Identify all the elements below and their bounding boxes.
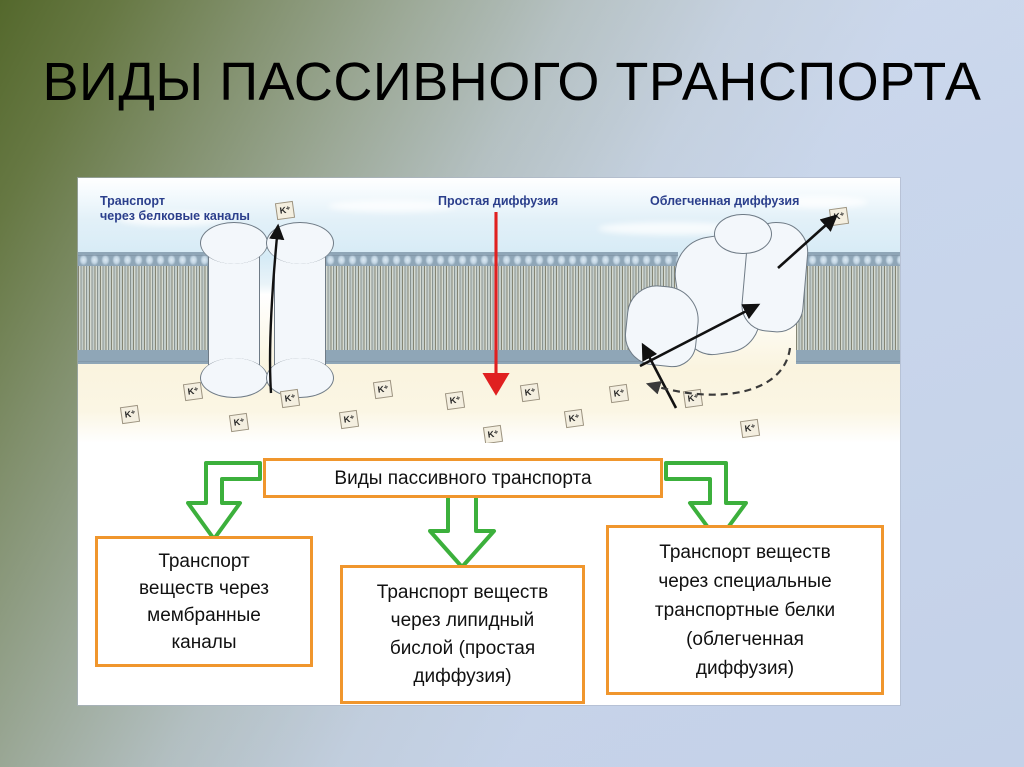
lipid-tail-texture (314, 266, 630, 350)
cloud-wisp-icon (598, 222, 748, 235)
lipid-head-rim (796, 255, 900, 256)
page-title: ВИДЫ ПАССИВНОГО ТРАНСПОРТА (42, 52, 982, 112)
ion-marker: K⁺ (482, 424, 504, 443)
lipid-head-rim (314, 255, 630, 256)
ion-marker: K⁺ (682, 388, 704, 409)
flow-box-transport-proteins[interactable]: Транспорт веществ через специальные тран… (606, 525, 884, 695)
flow-arrow-left (186, 461, 262, 541)
ion-marker: K⁺ (338, 409, 360, 430)
ion-marker: K⁺ (519, 382, 541, 403)
ion-marker: K⁺ (739, 418, 761, 439)
ion-marker: K⁺ (274, 200, 296, 221)
ion-marker: K⁺ (279, 388, 301, 409)
flow-box-lipid-bilayer[interactable]: Транспорт веществ через липидный бислой … (340, 565, 585, 704)
flow-box-root[interactable]: Виды пассивного транспорта (263, 458, 663, 498)
membrane-diagram: K⁺ Транспорт через белковые каналы Прост… (78, 178, 900, 443)
cloud-wisp-icon (118, 212, 228, 226)
carrier-protein-cap (714, 214, 772, 254)
content-panel: K⁺ Транспорт через белковые каналы Прост… (78, 178, 900, 705)
ion-marker: K⁺ (608, 383, 630, 404)
ion-marker: K⁺ (119, 404, 141, 425)
flow-arrow-center (428, 489, 496, 569)
ion-marker: K⁺ (372, 379, 394, 400)
lipid-head-rim (796, 361, 900, 362)
lipid-tail-texture (78, 266, 212, 350)
channel-protein-left-lobe-bottom (200, 358, 268, 398)
lipid-head-rim (314, 361, 630, 362)
label-facilitated-diffusion: Облегченная диффузия (650, 194, 800, 208)
lipid-head-rim (78, 361, 212, 362)
channel-protein-left-lobe-top (200, 222, 268, 264)
cloud-wisp-icon (768, 196, 868, 208)
ion-marker: K⁺ (828, 206, 850, 227)
ion-marker: K⁺ (182, 381, 204, 402)
lipid-head-rim (78, 255, 212, 256)
lipid-tail-texture (796, 266, 900, 350)
channel-protein-right-lobe-bottom (266, 358, 334, 398)
ion-marker: K⁺ (444, 390, 466, 411)
cloud-wisp-icon (328, 200, 458, 212)
ion-marker: K⁺ (563, 408, 585, 429)
flow-box-membrane-channels[interactable]: Транспорт веществ через мембранные канал… (95, 536, 313, 667)
ion-marker: K⁺ (228, 412, 250, 433)
label-simple-diffusion: Простая диффузия (438, 194, 559, 208)
channel-protein-right-lobe-top (266, 222, 334, 264)
label-protein-channels: Транспорт через белковые каналы (100, 194, 250, 223)
lipid-head-rim (630, 255, 678, 256)
